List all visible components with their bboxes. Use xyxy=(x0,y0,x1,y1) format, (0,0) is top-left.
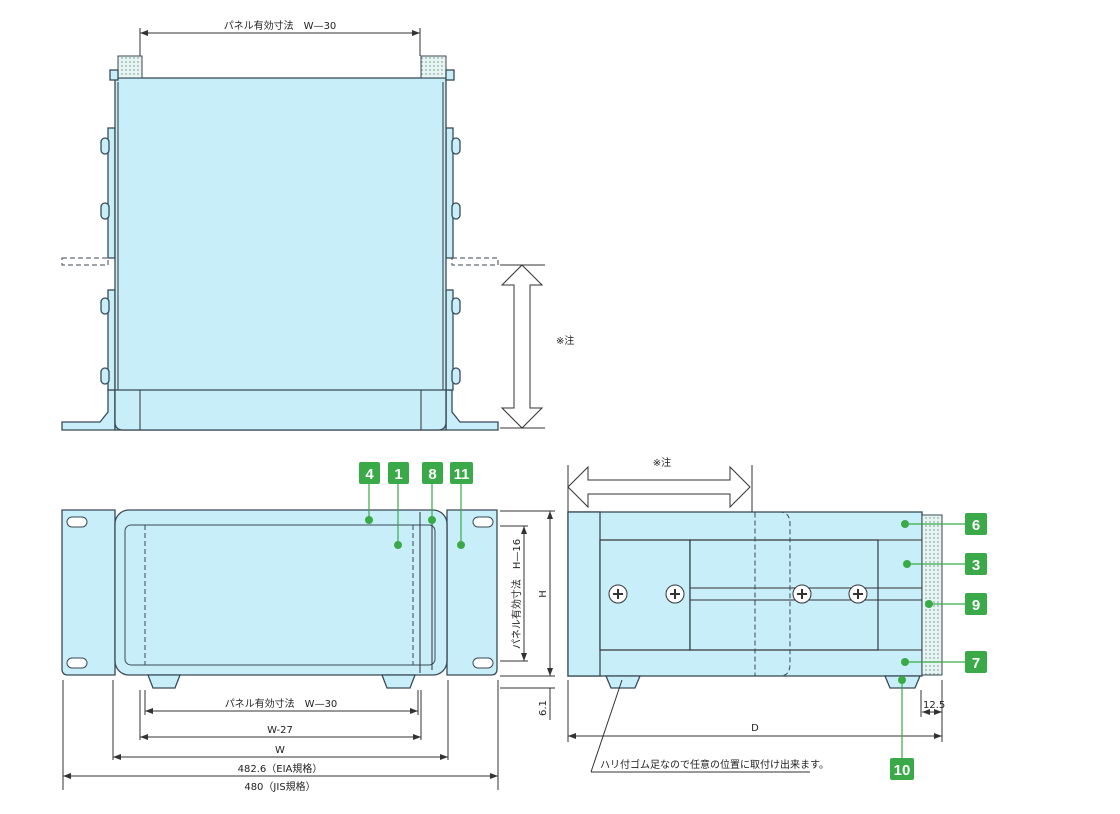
badge-4: 4 xyxy=(359,462,380,524)
badge-3: 3 xyxy=(903,553,987,575)
double-arrow xyxy=(567,465,751,509)
svg-text:7: 7 xyxy=(972,655,980,672)
rubber-width-label: 12.5 xyxy=(923,700,945,711)
eia-width-label: 482.6（EIA規格） xyxy=(238,762,323,775)
badge-1: 1 xyxy=(388,462,409,549)
svg-text:10: 10 xyxy=(894,762,911,779)
inner-width-label: W-27 xyxy=(267,725,293,736)
badge-6: 6 xyxy=(901,513,987,535)
badge-9: 9 xyxy=(925,593,987,615)
rubber-strip xyxy=(921,514,943,676)
height-label: H xyxy=(538,590,549,598)
badge-8: 8 xyxy=(422,462,443,524)
panel-width-label: パネル有効寸法 W—30 xyxy=(225,697,338,710)
jis-width-label: 480（JIS規格） xyxy=(244,780,315,793)
screw-icon xyxy=(608,584,628,604)
panel-height-label: パネル有効寸法 H—16 xyxy=(510,539,523,649)
svg-text:11: 11 xyxy=(454,466,470,483)
screw-icon xyxy=(792,584,812,604)
case-front xyxy=(114,509,448,676)
foot-note: ハリ付ゴム足なので任意の位置に取付け出来ます。 xyxy=(600,758,829,771)
svg-text:3: 3 xyxy=(972,557,980,574)
width-label: W xyxy=(275,745,285,756)
badge-11: 11 xyxy=(450,462,473,549)
note-label: ※注 xyxy=(653,456,671,469)
front-view: パネル有効寸法 W—30 W-27 W 482.6（EIA規格） 480（JIS… xyxy=(61,509,555,793)
depth-label: D xyxy=(751,723,759,734)
rubber-foot xyxy=(605,675,641,689)
rubber-foot xyxy=(381,674,416,689)
case-body-top xyxy=(114,77,447,431)
svg-text:9: 9 xyxy=(972,597,980,614)
note-label: ※注 xyxy=(556,334,574,347)
rubber-foot xyxy=(147,674,181,689)
badge-7: 7 xyxy=(901,651,987,673)
bracket-bumps xyxy=(100,137,461,385)
double-arrow xyxy=(500,264,544,429)
screw-icon xyxy=(848,584,868,604)
rubber-cap xyxy=(117,55,143,79)
svg-text:6: 6 xyxy=(972,517,980,534)
rack-ear-right xyxy=(446,509,498,676)
top-view: パネル有効寸法 W—30 ※注 xyxy=(61,19,574,431)
panel-width-label: パネル有効寸法 W—30 xyxy=(224,19,337,32)
part-callouts: 4 1 8 11 6 3 9 7 10 xyxy=(359,462,987,780)
foot-height-label: 6.1 xyxy=(538,700,549,716)
screw-icon xyxy=(665,584,685,604)
svg-text:8: 8 xyxy=(428,466,436,483)
side-view: ※注 D 12.5 ハリ付ゴム足なので任意の位置に取付け出来ます。 xyxy=(567,456,945,773)
rack-ear-left xyxy=(61,509,116,676)
svg-text:4: 4 xyxy=(365,466,374,483)
badge-10: 10 xyxy=(890,676,914,780)
svg-text:1: 1 xyxy=(394,466,402,483)
rubber-cap xyxy=(420,55,447,79)
